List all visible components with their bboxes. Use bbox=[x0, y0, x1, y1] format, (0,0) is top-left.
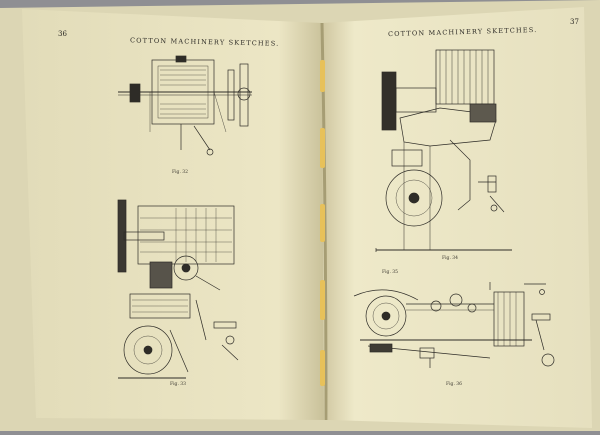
page-number-left: 36 bbox=[58, 30, 67, 38]
figure-caption: Fig. 35 bbox=[382, 270, 399, 275]
figure-drawing bbox=[353, 282, 555, 368]
figure-caption: Fig. 32 bbox=[172, 170, 189, 175]
binding-tapes bbox=[320, 60, 325, 386]
figure-caption: Fig. 34 bbox=[442, 256, 459, 261]
figure-drawing bbox=[118, 55, 252, 156]
figure-caption: Fig. 36 bbox=[446, 382, 463, 387]
figure-drawing bbox=[117, 199, 239, 379]
left-page bbox=[22, 9, 324, 420]
figure-drawing bbox=[375, 49, 512, 252]
page-number-right: 37 bbox=[570, 18, 579, 26]
figure-caption: Fig. 33 bbox=[170, 382, 187, 387]
